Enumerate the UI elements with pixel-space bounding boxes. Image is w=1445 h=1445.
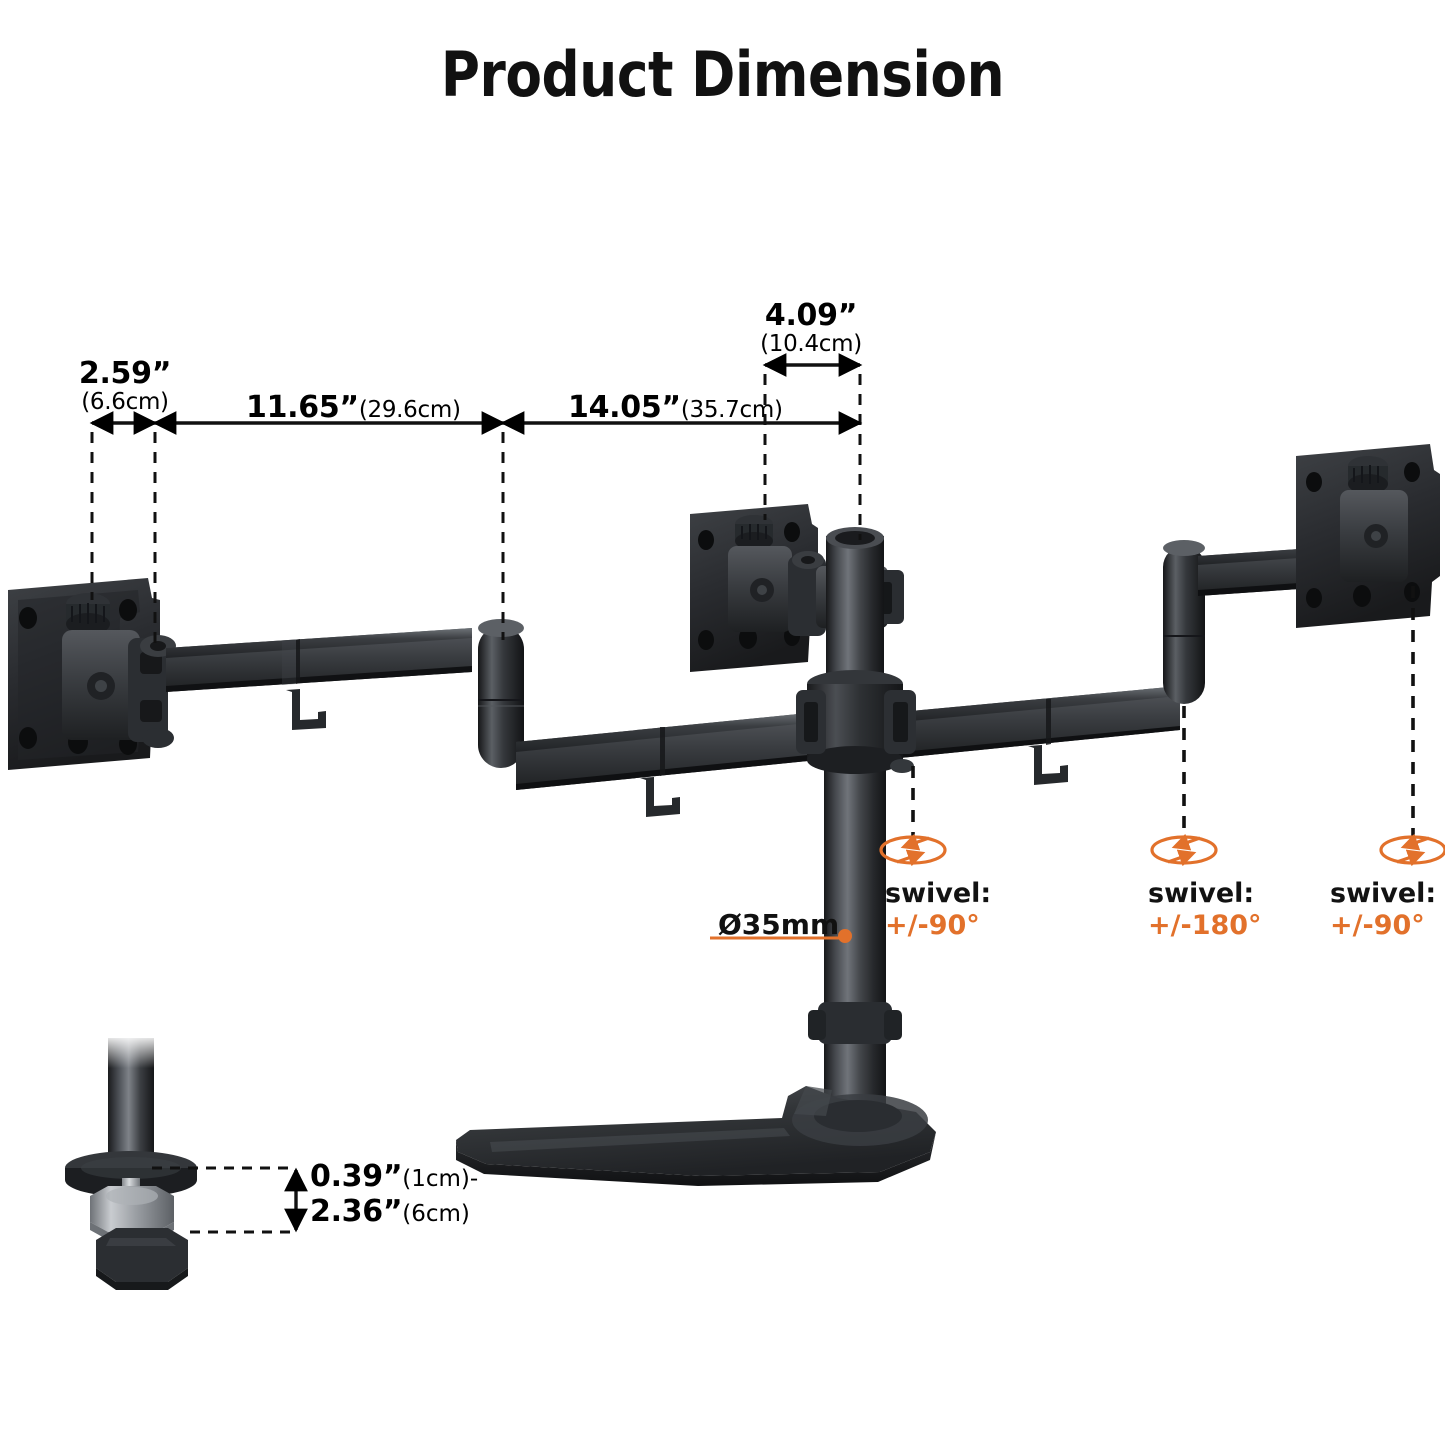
right-arm-lower: [900, 686, 1180, 785]
clamp-range-min: 0.39”(1cm)-: [310, 1159, 479, 1194]
swivel-annotation-center: swivel: +/-90°: [885, 878, 991, 942]
swivel-rotation-icons: [879, 833, 1445, 867]
clamp-thickness-dimension: [152, 1166, 308, 1234]
cable-hook-right: [1028, 745, 1068, 785]
stand-base: [456, 1086, 936, 1186]
dimension-label-head-depth: 4.09” (10.4cm): [760, 298, 862, 357]
right-tilt-knob: [1348, 456, 1388, 494]
swivel-value: +/-180°: [1148, 909, 1262, 941]
left-arm-elbow: [478, 619, 524, 768]
dimension-label-right-arm: 14.05”(35.7cm): [568, 390, 783, 425]
left-tilt-knob: [66, 593, 110, 635]
right-arm-riser: [1163, 540, 1205, 704]
cable-hook-left: [286, 689, 326, 730]
left-arm-upper: [166, 628, 472, 730]
cable-hook-left-lower: [640, 777, 680, 817]
swivel-annotation-pole: swivel: +/-180°: [1148, 878, 1262, 942]
dimension-label-left-arm: 11.65”(29.6cm): [246, 390, 461, 425]
swivel-value: +/-90°: [1330, 909, 1425, 941]
swivel-label: swivel:: [1148, 878, 1255, 909]
swivel-annotation-right: swivel: +/-90°: [1330, 878, 1436, 942]
clamp-thickness-label: 0.39”(1cm)- 2.36”(6cm): [310, 1159, 479, 1230]
center-vesa-bracket: [690, 504, 904, 672]
pole-diameter-leader: [710, 929, 852, 943]
dimension-label-bracket-width: 2.59” (6.6cm): [78, 356, 172, 415]
grommet-clamp-detail: [65, 1034, 197, 1290]
clamp-knob: [96, 1228, 188, 1290]
swivel-label: swivel:: [885, 878, 992, 909]
extension-lines: [90, 374, 862, 648]
swivel-label: swivel:: [1330, 878, 1437, 909]
page-title: Product Dimension: [440, 38, 1005, 111]
swivel-value: +/-90°: [885, 909, 980, 941]
rotation-arrow-icon-right: [1379, 833, 1445, 867]
pole-arm-hub: [796, 670, 916, 774]
rotation-arrow-icon-center: [879, 833, 947, 867]
right-vesa-bracket: [1296, 444, 1440, 628]
rotation-arrow-icon-pole: [1150, 833, 1218, 867]
left-arm-lower: [516, 712, 818, 817]
pole-diameter-label: Ø35mm: [718, 908, 840, 941]
swivel-drop-lines: [911, 586, 1415, 840]
clamp-range-max: 2.36”(6cm): [310, 1193, 470, 1229]
